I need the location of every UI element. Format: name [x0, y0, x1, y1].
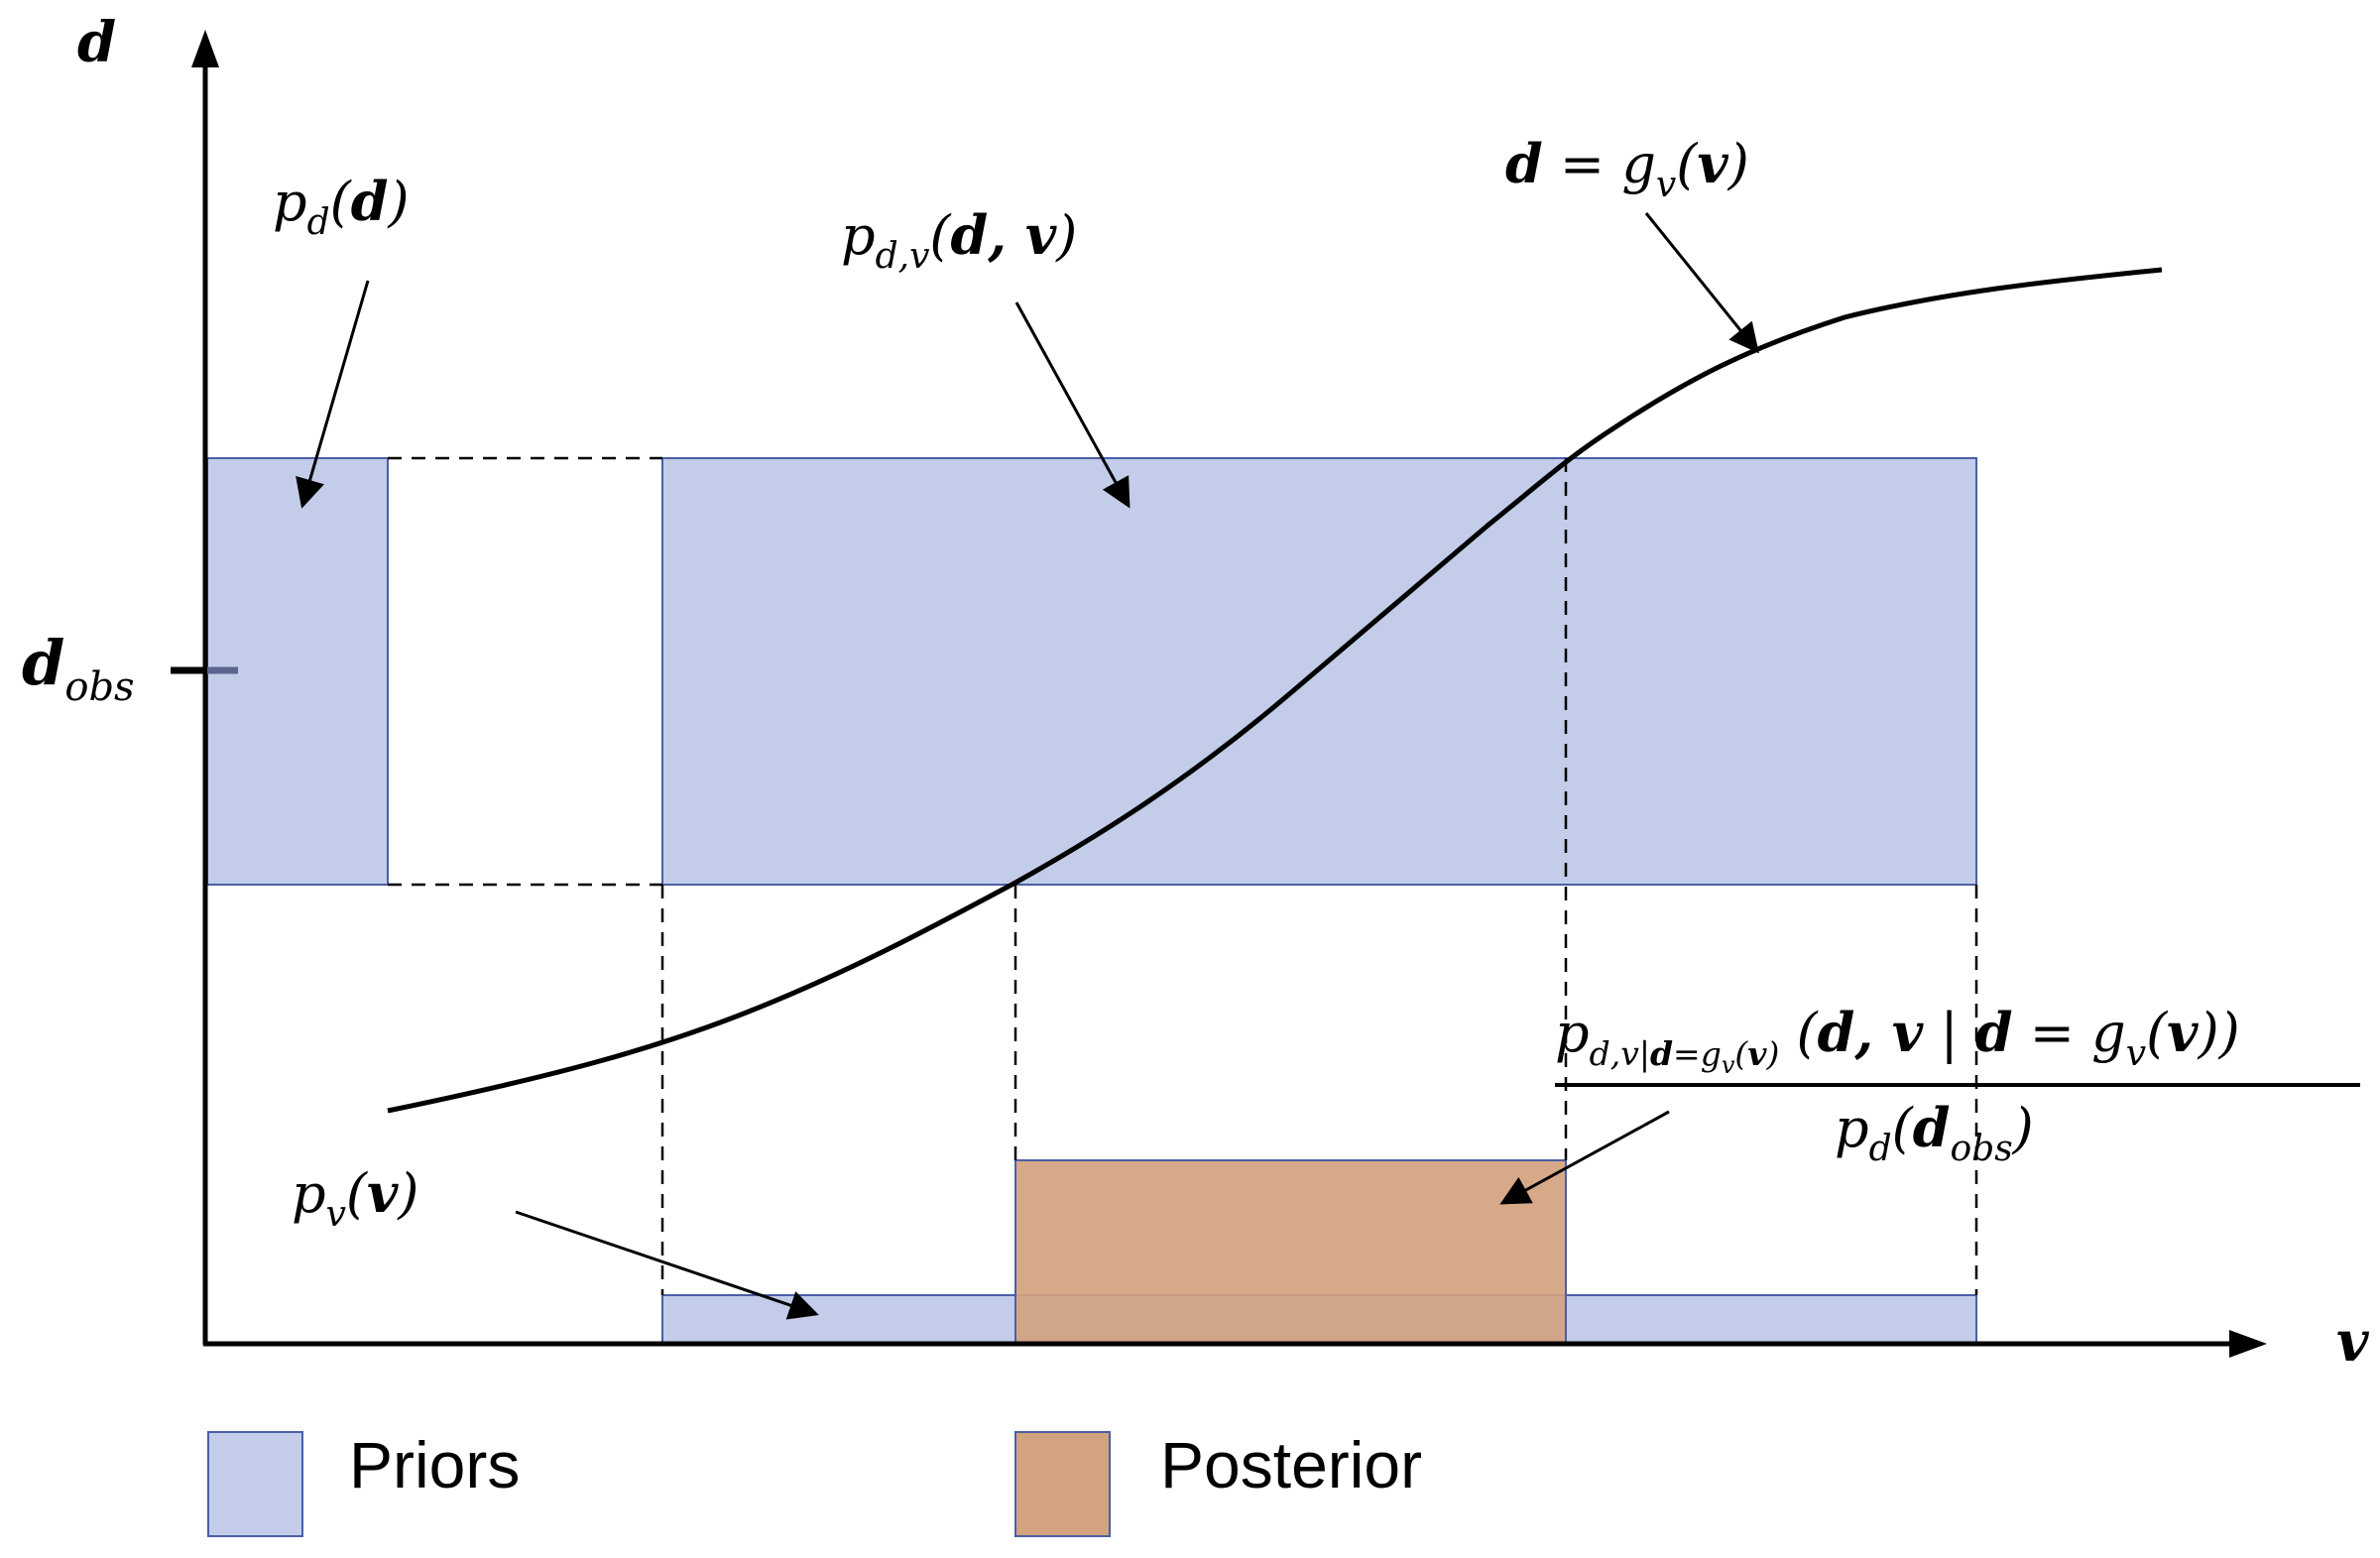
pv-label: pv(v) — [292, 1161, 418, 1235]
legend-priors-label: Priors — [349, 1428, 520, 1501]
arrow-pdv — [1014, 301, 1130, 509]
legend-posterior-swatch — [1014, 1431, 1111, 1537]
arrow-posterior — [1499, 1110, 1670, 1205]
posterior-numerator: pd,v|d=gv(v) (d, v | d = gv(v)) — [1555, 1001, 2240, 1079]
arrow-curve — [1644, 212, 1759, 354]
dashed-guides — [388, 456, 1978, 1295]
legend-posterior-label: Posterior — [1160, 1428, 1422, 1501]
posterior-denominator: pd(dobs) — [1835, 1096, 2034, 1169]
arrow-pd — [296, 280, 370, 509]
x-axis-label: v — [2336, 1309, 2370, 1375]
posterior-box — [1014, 1159, 1567, 1344]
pd-label: pd(d) — [273, 170, 410, 243]
dobs-label: dobs — [22, 627, 135, 710]
legend: Priors Posterior — [207, 1428, 1422, 1537]
forward-model-curve — [387, 267, 2163, 1114]
curve-equation-label: d = gv(v) — [1505, 132, 1749, 205]
y-axis-label: d — [77, 10, 116, 75]
arrow-pv — [515, 1210, 819, 1320]
pdv-label: pd,v(d, v) — [841, 203, 1077, 277]
x-axis-arrowhead — [2229, 1330, 2267, 1358]
y-axis-arrowhead — [191, 30, 219, 67]
legend-priors-swatch — [207, 1431, 303, 1537]
